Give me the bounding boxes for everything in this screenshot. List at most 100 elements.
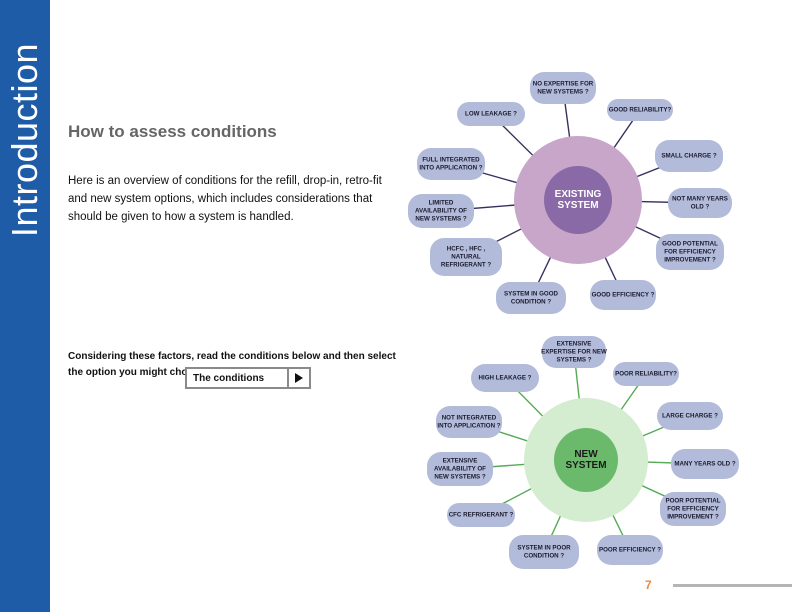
factor-bubble: CFC REFRIGERANT ?	[447, 503, 515, 527]
factor-label: EXTENSIVE	[557, 341, 592, 348]
factor-bubble-shape	[496, 282, 566, 314]
factor-bubble: GOOD RELIABILITY?	[607, 99, 673, 121]
factor-label: CONDITION ?	[511, 298, 551, 305]
factor-label: NEW SYSTEMS ?	[415, 215, 466, 222]
factor-bubble-shape	[613, 362, 679, 386]
factor-label: EXTENSIVE	[443, 458, 478, 465]
factor-label: POOR POTENTIAL	[665, 498, 720, 505]
factor-label: GOOD RELIABILITY?	[609, 107, 672, 114]
center-label: SYSTEM	[557, 200, 598, 211]
center-inner-circle	[544, 166, 612, 234]
factor-label: CONDITION ?	[524, 552, 564, 559]
factor-label: OLD ?	[691, 203, 710, 210]
factor-label: GOOD EFFICIENCY ?	[592, 292, 655, 299]
factor-label: NATURAL	[451, 254, 481, 261]
factor-label: SYSTEM IN GOOD	[504, 291, 559, 298]
factor-bubble-shape	[668, 188, 732, 218]
factor-label: HCFC , HFC ,	[447, 246, 486, 253]
play-arrow-icon	[287, 369, 309, 387]
factor-bubble: MANY YEARS OLD ?	[671, 449, 739, 479]
factor-label: SMALL CHARGE ?	[661, 153, 716, 160]
conditions-button-label: The conditions	[193, 372, 265, 384]
factor-label: FULL INTEGRATED	[422, 157, 480, 164]
factor-label: NOT INTEGRATED	[442, 415, 497, 422]
factor-bubble: GOOD EFFICIENCY ?	[590, 280, 656, 310]
factor-label: NO EXPERTISE FOR	[533, 81, 594, 88]
factor-bubble-shape	[607, 99, 673, 121]
factor-bubble-shape	[590, 280, 656, 310]
factor-bubble: LARGE CHARGE ?	[657, 402, 723, 430]
factor-label: NEW SYSTEMS ?	[537, 88, 588, 95]
factor-label: GOOD POTENTIAL	[662, 241, 718, 248]
factor-bubble-shape	[471, 364, 539, 392]
factor-label: IMPROVEMENT ?	[664, 256, 716, 263]
factor-label: INTO APPLICATION ?	[419, 164, 482, 171]
factor-label: IMPROVEMENT ?	[667, 513, 719, 520]
factor-label: AVAILABILITY OF	[434, 466, 486, 473]
factor-label: REFRIGERANT ?	[441, 261, 491, 268]
footer-rule	[673, 584, 792, 587]
factor-bubble-shape	[530, 72, 596, 104]
factor-label: LIMITED	[429, 200, 454, 207]
factor-label: NOT MANY YEARS	[672, 196, 728, 203]
factor-bubble: LOW LEAKAGE ?	[457, 102, 525, 126]
center-label: EXISTING	[555, 189, 602, 200]
factor-label: FOR EFFICIENCY	[667, 506, 719, 513]
center-label: NEW	[574, 449, 598, 460]
factor-bubble: POOR RELIABILITY?	[613, 362, 679, 386]
factor-bubble-shape	[671, 449, 739, 479]
instruction-text: Considering these factors, read the cond…	[68, 351, 396, 378]
factor-label: CFC REFRIGERANT ?	[449, 512, 514, 519]
factor-bubble-shape	[457, 102, 525, 126]
factor-label: HIGH LEAKAGE ?	[479, 375, 532, 382]
factor-bubble-shape	[509, 535, 579, 569]
factor-bubble-shape	[655, 140, 723, 172]
factor-bubble-shape	[542, 336, 606, 368]
factor-bubble-shape	[597, 535, 663, 565]
factor-bubble-shape	[430, 238, 502, 276]
factor-label: EXPERTISE FOR NEW	[541, 349, 607, 356]
factor-label: AVAILABILITY OF	[415, 208, 467, 215]
factor-bubble-shape	[657, 402, 723, 430]
factor-bubble: POOR EFFICIENCY ?	[597, 535, 663, 565]
center-label: SYSTEM	[565, 460, 606, 471]
factor-label: SYSTEM IN POOR	[517, 545, 571, 552]
factor-bubble-shape	[427, 452, 493, 486]
factor-label: FOR EFFICIENCY	[664, 249, 716, 256]
factor-label: LOW LEAKAGE ?	[465, 111, 517, 118]
factor-bubble-shape	[656, 234, 724, 270]
page-number: 7	[645, 578, 652, 592]
factor-bubble: HIGH LEAKAGE ?	[471, 364, 539, 392]
factor-bubble-shape	[447, 503, 515, 527]
intro-text: Here is an overview of conditions for th…	[68, 175, 382, 223]
factor-bubble: SMALL CHARGE ?	[655, 140, 723, 172]
center-inner-circle	[554, 428, 618, 492]
conditions-button[interactable]: The conditions	[185, 367, 311, 389]
factor-label: MANY YEARS OLD ?	[674, 461, 736, 468]
factor-label: INTO APPLICATION ?	[437, 422, 500, 429]
factor-bubble-shape	[417, 148, 485, 180]
sidebar: Introduction	[0, 0, 50, 612]
page-title: How to assess conditions	[68, 122, 277, 141]
factor-label: SYSTEMS ?	[556, 356, 591, 363]
factor-bubble-shape	[408, 194, 474, 228]
factor-label: POOR EFFICIENCY ?	[599, 547, 661, 554]
factor-label: POOR RELIABILITY?	[615, 371, 677, 378]
factor-label: NEW SYSTEMS ?	[434, 473, 485, 480]
factor-label: LARGE CHARGE ?	[662, 413, 718, 420]
